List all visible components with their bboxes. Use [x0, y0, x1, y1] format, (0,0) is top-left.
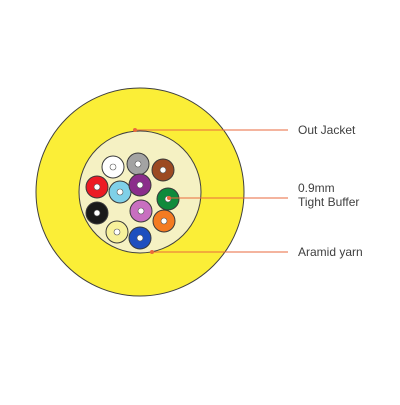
fiber-core-black	[93, 209, 101, 217]
fiber-core-orange	[160, 217, 168, 225]
fiber-core-violet	[136, 181, 144, 189]
tight-buffer-fibers	[85, 152, 180, 250]
fiber-core-brown	[159, 166, 167, 174]
fiber-core-red	[93, 183, 101, 191]
aramid-yarn-label: Aramid yarn	[298, 245, 363, 259]
fiber-core-yellow	[113, 228, 121, 236]
yarn-leader-dot	[150, 250, 154, 254]
fiber-core-blue	[136, 234, 144, 242]
buffer-leader-dot	[167, 196, 171, 200]
fiber-core-aqua	[116, 188, 124, 196]
tight-buffer-label: Tight Buffer	[298, 195, 360, 209]
leader-lines	[133, 128, 288, 254]
fiber-core-white	[109, 163, 117, 171]
out-jacket-label: Out Jacket	[298, 123, 356, 137]
tight-buffer-size-label: 0.9mm	[298, 181, 335, 195]
fiber-core-rose	[137, 207, 145, 215]
jacket-leader-dot	[133, 128, 137, 132]
fiber-core-slate	[134, 160, 142, 168]
